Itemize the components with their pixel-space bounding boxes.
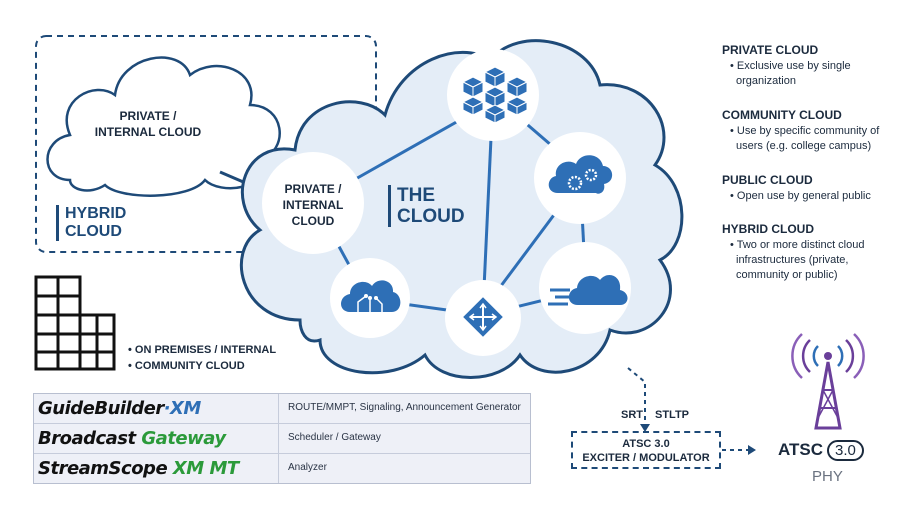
product-row: StreamScope XM MT Analyzer bbox=[34, 454, 530, 483]
private-internal-circle bbox=[262, 152, 364, 254]
the-cloud-line-1: THE bbox=[397, 185, 435, 206]
legend-title: PRIVATE CLOUD bbox=[722, 43, 819, 57]
the-cloud-line-2: CLOUD bbox=[397, 206, 465, 227]
exciter-line-2: EXCITER / MODULATOR bbox=[582, 452, 710, 464]
product-name: Broadcast Gateway bbox=[38, 428, 226, 449]
cubes-icon bbox=[461, 66, 529, 124]
product-name-b: XM MT bbox=[167, 458, 239, 479]
legend-desc: • Two or more distinct cloud infrastruct… bbox=[730, 239, 865, 281]
product-desc: ROUTE/MMPT, Signaling, Announcement Gene… bbox=[288, 402, 521, 413]
srt-label: SRT bbox=[621, 409, 643, 421]
legend-community: COMMUNITY CLOUD • Use by specific commun… bbox=[722, 108, 902, 154]
legend-hybrid: HYBRID CLOUD • Two or more distinct clou… bbox=[722, 222, 902, 283]
onprem-list: • ON PREMISES / INTERNAL • COMMUNITY CLO… bbox=[128, 342, 276, 374]
inner-line-2: INTERNAL bbox=[282, 198, 344, 212]
legend-title: COMMUNITY CLOUD bbox=[722, 108, 842, 122]
legend-title: HYBRID CLOUD bbox=[722, 222, 814, 236]
legend-public: PUBLIC CLOUD • Open use by general publi… bbox=[722, 173, 902, 204]
product-name: StreamScope XM MT bbox=[38, 458, 239, 479]
exciter-modulator-box: ATSC 3.0 EXCITER / MODULATOR bbox=[571, 431, 721, 469]
product-name: GuideBuilder·XM bbox=[38, 398, 201, 419]
product-row: GuideBuilder·XM ROUTE/MMPT, Signaling, A… bbox=[34, 394, 530, 424]
onprem-item: • ON PREMISES / INTERNAL bbox=[128, 344, 277, 356]
hybrid-line-2: CLOUD bbox=[65, 223, 122, 240]
phy-label: PHY bbox=[812, 468, 843, 485]
product-name-b: Gateway bbox=[141, 428, 226, 449]
exciter-line-1: ATSC 3.0 bbox=[622, 438, 670, 450]
product-desc: Scheduler / Gateway bbox=[288, 432, 381, 443]
legend-desc: • Exclusive use by single organization bbox=[730, 60, 851, 87]
onprem-item: • COMMUNITY CLOUD bbox=[128, 360, 245, 372]
private-internal-label: PRIVATE / INTERNAL CLOUD bbox=[268, 181, 358, 229]
router-icon bbox=[463, 297, 503, 337]
inner-line-3: CLOUD bbox=[291, 214, 335, 228]
legend-private: PRIVATE CLOUD • Exclusive use by single … bbox=[722, 43, 902, 89]
table-divider bbox=[278, 394, 279, 483]
private-cloud-line-2: INTERNAL CLOUD bbox=[94, 125, 202, 139]
product-name-a: Broadcast bbox=[38, 428, 142, 449]
atsc-version: 3.0 bbox=[827, 440, 864, 461]
product-name-a: GuideBuilder bbox=[38, 398, 164, 419]
private-cloud-line-1: PRIVATE / bbox=[119, 109, 177, 123]
hybrid-line-1: HYBRID bbox=[65, 205, 127, 222]
atsc-logo-text: ATSC bbox=[778, 440, 824, 459]
broadcast-tower-icon bbox=[791, 333, 865, 430]
private-cloud-label: PRIVATE / INTERNAL CLOUD bbox=[78, 108, 218, 140]
cloud-gears-icon bbox=[548, 155, 613, 194]
cloud-circuit-icon bbox=[341, 280, 401, 312]
legend-title: PUBLIC CLOUD bbox=[722, 173, 813, 187]
product-desc: Analyzer bbox=[288, 462, 327, 473]
legend-desc: • Use by specific community of users (e.… bbox=[730, 125, 880, 152]
hybrid-cloud-label: HYBRID CLOUD bbox=[56, 205, 126, 241]
product-row: Broadcast Gateway Scheduler / Gateway bbox=[34, 424, 530, 454]
private-cloud-left-shape bbox=[46, 56, 281, 197]
stltp-label: STLTP bbox=[655, 409, 690, 421]
product-name-b: ·XM bbox=[163, 398, 202, 419]
the-cloud-label: THE CLOUD bbox=[388, 185, 465, 227]
products-table: GuideBuilder·XM ROUTE/MMPT, Signaling, A… bbox=[33, 393, 531, 484]
building-icon bbox=[34, 275, 116, 371]
inner-line-1: PRIVATE / bbox=[284, 182, 342, 196]
legend-desc: • Open use by general public bbox=[730, 190, 871, 202]
cloud-speed-icon bbox=[548, 275, 628, 306]
product-name-a: StreamScope bbox=[38, 458, 168, 479]
